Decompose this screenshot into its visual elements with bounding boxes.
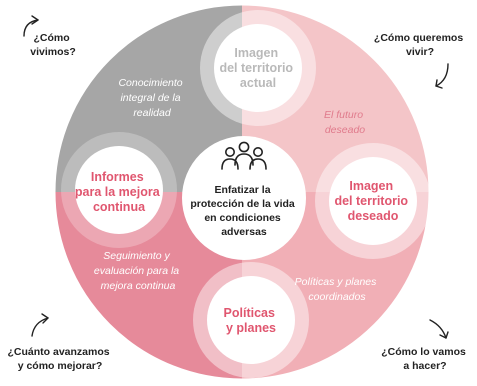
- conocimiento-line-3: realidad: [133, 107, 172, 119]
- sector-conocimiento: [55, 5, 242, 192]
- conocimiento-line-1: Conocimiento: [118, 77, 182, 89]
- center-line-1: Enfatizar la: [215, 184, 271, 196]
- informes-line-2: para la mejora: [75, 185, 161, 199]
- label-seguimiento: Seguimiento y evaluación para la mejora …: [94, 250, 182, 292]
- arrow-top-left-icon: [23, 15, 39, 37]
- sector-seguimiento: [55, 192, 242, 379]
- label-imagen-actual: Imagen del territorio actual: [219, 46, 296, 90]
- label-politicas: Políticas y planes: [224, 306, 279, 335]
- question-como-hacer: ¿Cómo lo vamos a hacer?: [381, 346, 469, 372]
- node-informes: [75, 146, 163, 234]
- politicas-coord-line-2: coordinados: [308, 291, 366, 303]
- label-informes: Informes para la mejora continua: [75, 170, 163, 214]
- seguimiento-line-2: evaluación para la: [94, 265, 179, 277]
- politicas-line-2: y planes: [226, 321, 276, 335]
- node-imagen-actual: [214, 24, 302, 112]
- people-group-icon: [221, 141, 267, 170]
- imagen-deseado-line-3: deseado: [348, 209, 399, 223]
- question-cuanto-avanzamos: ¿Cuánto avanzamos y cómo mejorar?: [7, 346, 112, 372]
- node-circles: [75, 24, 417, 364]
- center-line-4: adversas: [221, 226, 267, 238]
- label-futuro: El futuro deseado: [324, 109, 366, 136]
- cuanto-avanzamos-line-2: y cómo mejorar?: [18, 360, 103, 372]
- center-text: Enfatizar la protección de la vida en co…: [190, 184, 297, 238]
- cuanto-avanzamos-line-1: ¿Cuánto avanzamos: [7, 346, 109, 358]
- como-vivimos-line-2: vivimos?: [30, 46, 76, 58]
- como-vivimos-line-1: ¿Cómo: [33, 32, 69, 44]
- node-politicas: [207, 276, 295, 364]
- imagen-deseado-line-2: del territorio: [334, 194, 408, 208]
- label-politicas-coordinados: Políticas y planes coordinados: [295, 276, 380, 303]
- node-imagen-deseado: [329, 157, 417, 245]
- futuro-line-1: El futuro: [324, 109, 363, 121]
- futuro-line-2: deseado: [325, 124, 365, 136]
- arrow-bottom-right-icon: [429, 319, 449, 339]
- conocimiento-line-2: integral de la: [120, 92, 180, 104]
- imagen-actual-line-1: Imagen: [234, 46, 278, 60]
- center-circle: [182, 136, 306, 260]
- question-como-vivimos: ¿Cómo vivimos?: [30, 32, 76, 58]
- como-hacer-line-2: a hacer?: [403, 360, 446, 372]
- arrow-top-right-icon: [435, 63, 449, 89]
- label-imagen-deseado: Imagen del territorio deseado: [334, 179, 411, 223]
- arrow-bottom-left-icon: [31, 313, 49, 337]
- como-hacer-line-1: ¿Cómo lo vamos: [381, 346, 466, 358]
- informes-line-3: continua: [93, 200, 146, 214]
- question-como-queremos: ¿Cómo queremos vivir?: [374, 32, 466, 58]
- center-line-2: protección de la vida: [190, 198, 295, 210]
- ring-outline: [54, 4, 430, 380]
- seguimiento-line-1: Seguimiento y: [103, 250, 170, 262]
- label-conocimiento: Conocimiento integral de la realidad: [118, 77, 185, 119]
- seguimiento-line-3: mejora continua: [101, 280, 176, 292]
- curved-arrows: [23, 15, 449, 339]
- politicas-coord-line-1: Políticas y planes: [295, 276, 377, 288]
- politicas-line-1: Políticas: [224, 306, 275, 320]
- imagen-actual-line-2: del territorio: [219, 61, 293, 75]
- center-line-3: en condiciones: [204, 212, 281, 224]
- como-queremos-line-1: ¿Cómo queremos: [374, 32, 463, 44]
- informes-line-1: Informes: [91, 170, 144, 184]
- imagen-deseado-line-1: Imagen: [349, 179, 393, 193]
- como-queremos-line-2: vivir?: [406, 46, 434, 58]
- imagen-actual-line-3: actual: [240, 76, 276, 90]
